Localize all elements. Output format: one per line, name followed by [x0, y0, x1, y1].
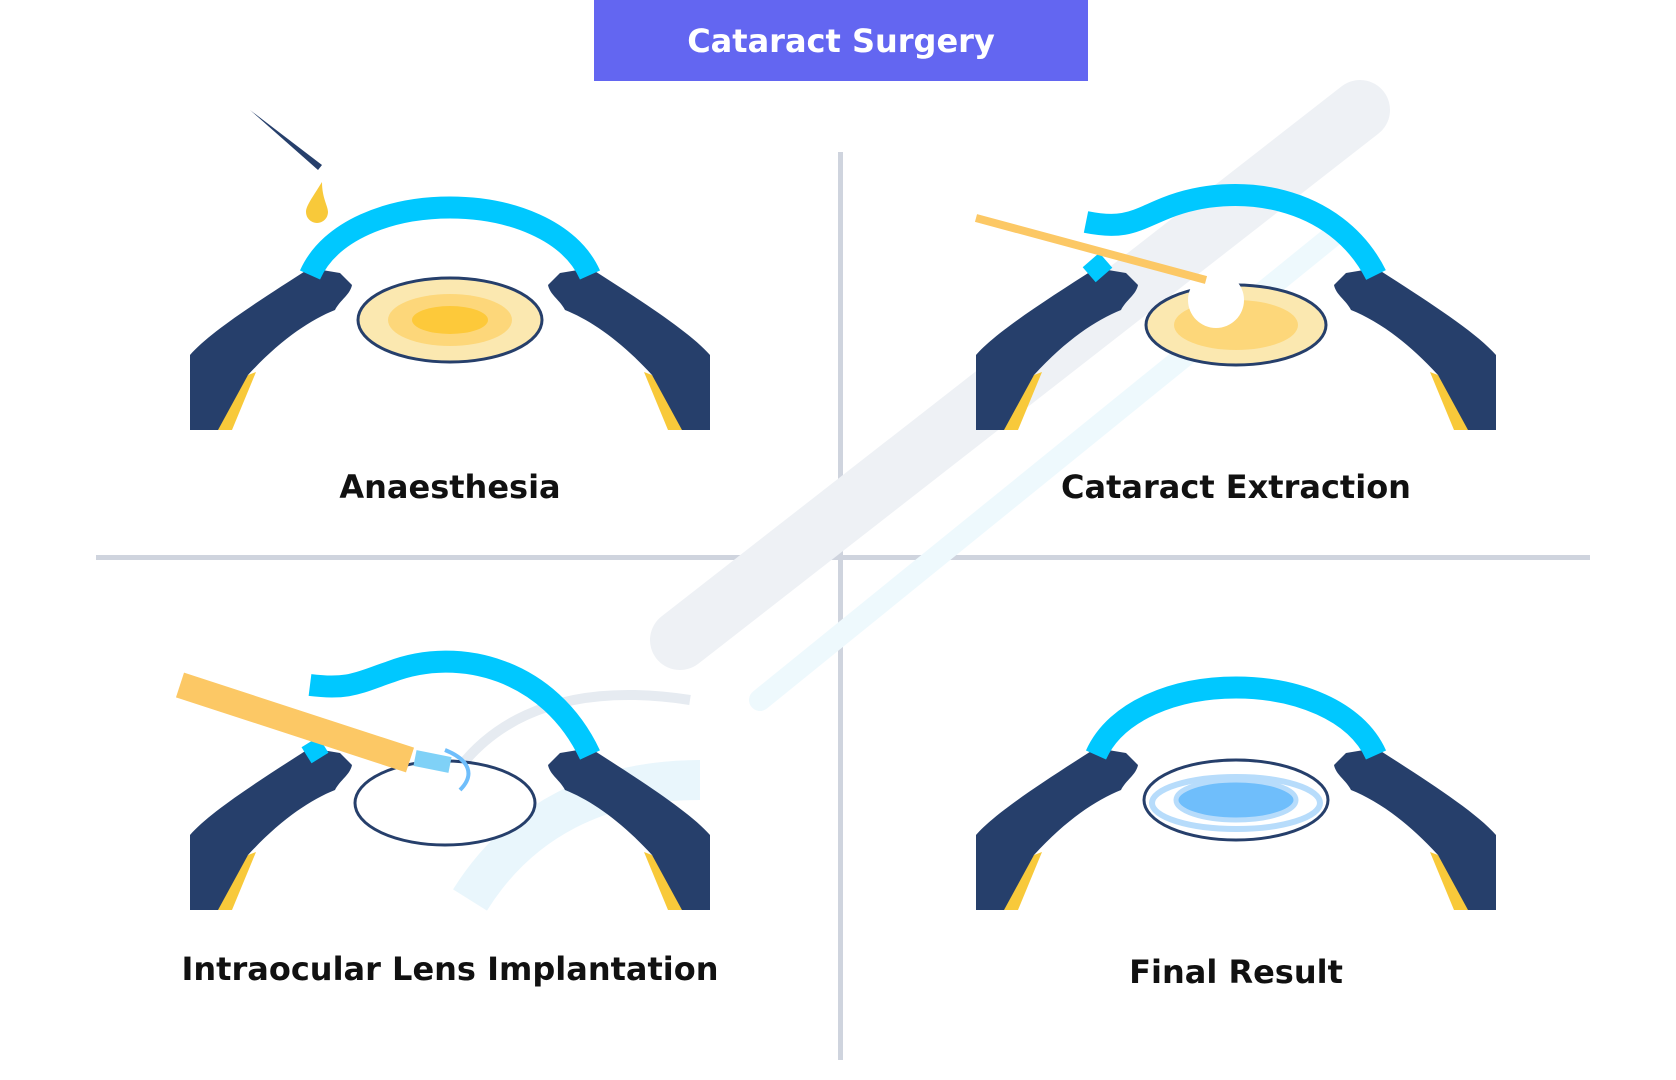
panel-extraction	[974, 110, 1496, 430]
dropper-icon	[250, 110, 322, 170]
socket-right	[1334, 268, 1496, 430]
cornea-incision-left	[301, 736, 329, 764]
socket-left	[976, 268, 1138, 430]
iol-haptic	[444, 748, 471, 792]
socket-left	[190, 268, 352, 430]
sclera-right	[644, 372, 682, 430]
socket-right	[548, 748, 710, 910]
iol-haptics	[1149, 774, 1323, 832]
panel-result	[976, 590, 1496, 910]
lens-fragment-gap	[1188, 272, 1244, 328]
cornea	[308, 650, 600, 760]
iol-injector	[175, 672, 415, 773]
drop-icon	[306, 182, 328, 223]
empty-capsule	[353, 759, 537, 847]
cornea	[299, 196, 601, 281]
sclera-left	[218, 372, 256, 430]
title-banner: Cataract Surgery	[594, 0, 1088, 81]
socket-left	[976, 748, 1138, 910]
sclera-left	[1004, 372, 1042, 430]
panel-anaesthesia	[190, 110, 710, 430]
caption-anaesthesia: Anaesthesia	[339, 468, 561, 506]
sclera-left	[1004, 852, 1042, 910]
sclera-right	[1430, 852, 1468, 910]
caption-implantation: Intraocular Lens Implantation	[181, 950, 719, 988]
page-title: Cataract Surgery	[687, 21, 995, 60]
cornea	[1083, 184, 1386, 281]
eye-extraction-illustration	[974, 184, 1496, 430]
socket-left	[190, 748, 352, 910]
socket-right	[548, 268, 710, 430]
injector-tip	[413, 750, 452, 773]
eye-result-illustration	[976, 676, 1496, 910]
sclera-right	[1430, 372, 1468, 430]
vertical-divider	[838, 152, 843, 1060]
eye-anaesthesia-illustration	[190, 110, 710, 430]
caption-result: Final Result	[1129, 953, 1343, 991]
panel-implantation	[175, 590, 710, 910]
cornea-incision-left	[1082, 252, 1113, 283]
socket-right	[1334, 748, 1496, 910]
lens-core	[412, 306, 488, 334]
sclera-left	[218, 852, 256, 910]
sclera-right	[644, 852, 682, 910]
intraocular-lens	[1173, 777, 1299, 823]
caption-extraction: Cataract Extraction	[1061, 468, 1411, 506]
phaco-probe	[974, 214, 1208, 284]
eye-implantation-illustration	[175, 650, 710, 910]
cornea	[1085, 676, 1387, 761]
horizontal-divider	[96, 555, 1590, 560]
